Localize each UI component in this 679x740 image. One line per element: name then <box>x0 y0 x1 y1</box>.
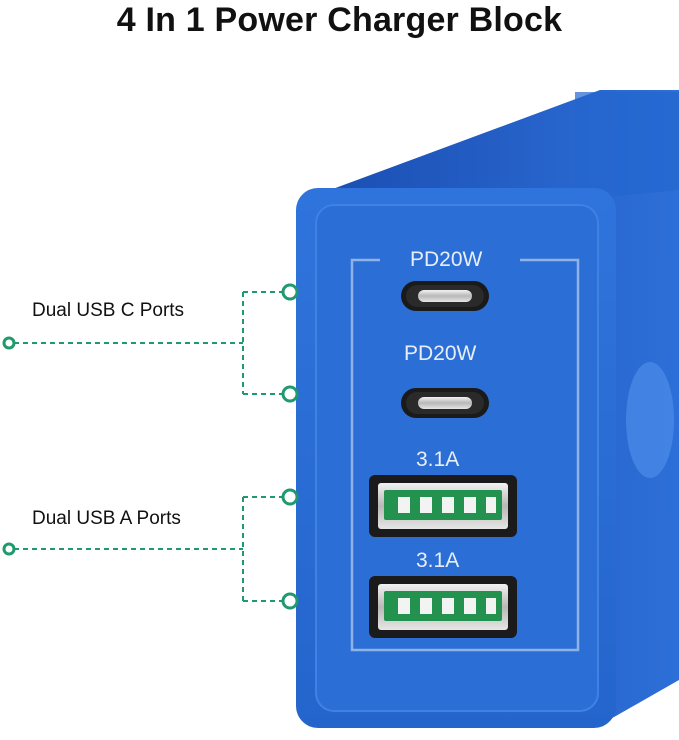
callout-dot <box>281 488 299 506</box>
port-label-usb-c-1: PD20W <box>404 248 489 272</box>
callout-usb-a <box>2 488 299 610</box>
port-label-usb-c-2: PD20W <box>404 342 477 365</box>
port-label-usb-a-2: 3.1A <box>416 549 460 572</box>
port-frame-outline <box>350 258 580 652</box>
usb-c-port-1 <box>401 281 489 311</box>
page-title: 4 In 1 Power Charger Block <box>116 1 563 39</box>
usb-c-port-2 <box>401 388 489 418</box>
callout-usb-c <box>2 283 299 403</box>
callout-dot <box>2 542 16 556</box>
callout-dot <box>281 592 299 610</box>
brand-logo <box>626 362 674 478</box>
callout-dot <box>2 336 16 350</box>
callout-dot <box>281 385 299 403</box>
charger-body <box>296 90 679 728</box>
usb-a-callout-label: Dual USB A Ports <box>32 508 181 529</box>
usb-c-callout-label: Dual USB C Ports <box>32 300 185 321</box>
usb-a-port-1 <box>369 475 517 537</box>
port-label-usb-a-1: 3.1A <box>416 448 460 471</box>
callout-dot <box>281 283 299 301</box>
usb-a-port-2 <box>369 576 517 638</box>
